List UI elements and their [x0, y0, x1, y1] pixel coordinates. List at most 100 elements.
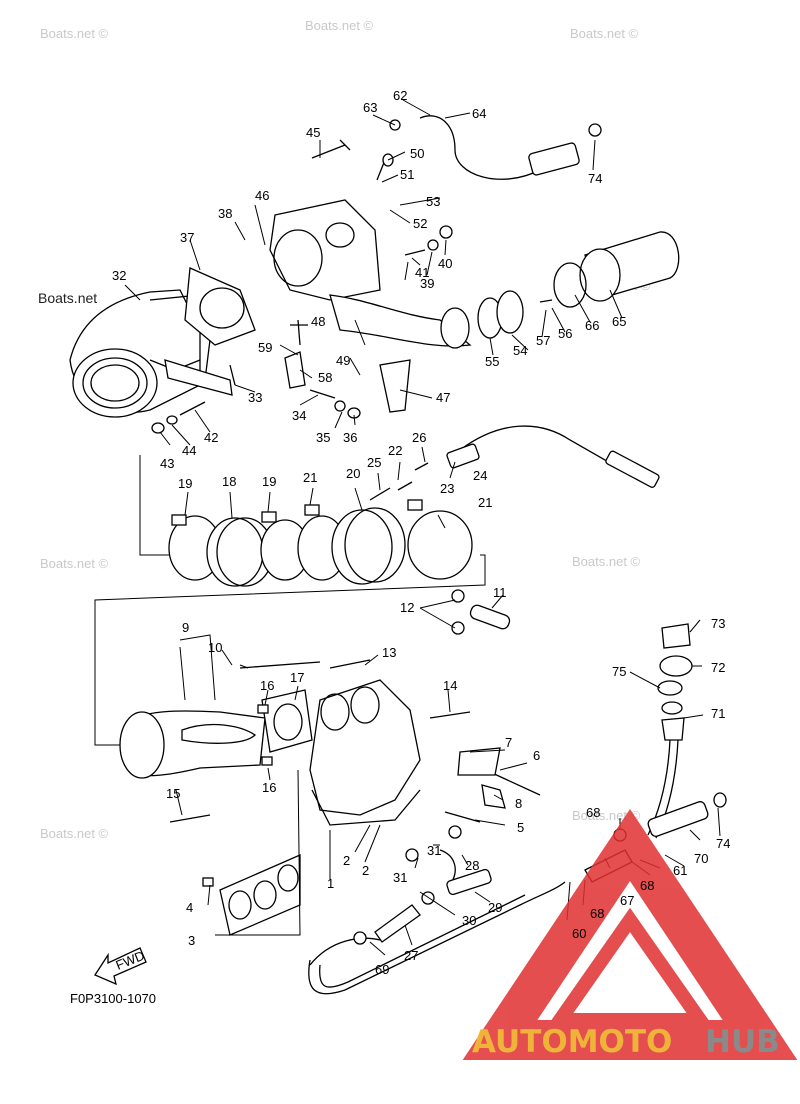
- clip: [481, 784, 506, 809]
- callout: 25: [367, 455, 381, 470]
- callout: 50: [410, 146, 424, 161]
- callout: 59: [258, 340, 272, 355]
- bolt: [239, 661, 321, 669]
- callout: 31: [393, 870, 407, 885]
- callout: 41: [415, 265, 429, 280]
- filler-cap: [661, 623, 691, 649]
- callout: 61: [673, 863, 687, 878]
- callout: 40: [438, 256, 452, 271]
- callout: 68: [640, 878, 654, 893]
- callout: 6: [533, 748, 540, 763]
- callout: 62: [393, 88, 407, 103]
- watermark: Boats.net ©: [305, 18, 374, 33]
- hose-end: [605, 450, 660, 488]
- callout: 27: [404, 948, 418, 963]
- watermark: Boats.net ©: [40, 826, 109, 841]
- callout: 53: [426, 194, 440, 209]
- callout: 1: [327, 876, 334, 891]
- callout: 57: [536, 333, 550, 348]
- callout: 16: [262, 780, 276, 795]
- o-ring: [661, 701, 683, 715]
- callout: 31: [427, 843, 441, 858]
- callout: 3: [188, 933, 195, 948]
- callout: 47: [436, 390, 450, 405]
- callout: 66: [585, 318, 599, 333]
- exhaust-hose: [459, 425, 641, 481]
- callout: 8: [515, 796, 522, 811]
- hose-clamp: [448, 825, 462, 839]
- dowel-pin: [202, 877, 214, 887]
- callout: 75: [612, 664, 626, 679]
- watermark: Boats.net ©: [40, 556, 109, 571]
- clamp-screw: [407, 499, 423, 511]
- filler-neck: [661, 717, 685, 741]
- callout: 9: [182, 620, 189, 635]
- gasket: [261, 689, 313, 753]
- callout: 48: [311, 314, 325, 329]
- clamp-row: [168, 462, 473, 587]
- corrugated-hose: [647, 801, 709, 837]
- water-pipe: [329, 294, 472, 347]
- stud: [309, 389, 336, 399]
- hose: [446, 868, 492, 896]
- clip: [588, 123, 602, 137]
- callout: 14: [443, 678, 457, 693]
- callout: 52: [413, 216, 427, 231]
- nut: [439, 225, 453, 239]
- callout: 69: [375, 962, 389, 977]
- callout: 22: [388, 443, 402, 458]
- callout: 72: [711, 660, 725, 675]
- callout: 51: [400, 167, 414, 182]
- callout: 10: [208, 640, 222, 655]
- callout: 43: [160, 456, 174, 471]
- hose-clamp: [407, 510, 473, 580]
- callout: 63: [363, 100, 377, 115]
- callout: 58: [318, 370, 332, 385]
- bolt: [489, 771, 541, 796]
- callout: 35: [316, 430, 330, 445]
- callout: 36: [343, 430, 357, 445]
- washer: [334, 400, 346, 412]
- bolt: [229, 364, 236, 386]
- hose-fitting: [528, 142, 580, 176]
- callout: 42: [204, 430, 218, 445]
- stud: [179, 401, 206, 416]
- callout: 12: [400, 600, 414, 615]
- callout: 18: [222, 474, 236, 489]
- callout: 24: [473, 468, 487, 483]
- callout: 71: [711, 706, 725, 721]
- muffler-outlet: [72, 348, 158, 418]
- callout: 38: [218, 206, 232, 221]
- hose-clamp: [553, 262, 587, 308]
- hose-clamp: [451, 589, 465, 603]
- callout: 4: [186, 900, 193, 915]
- joint-end: [579, 248, 621, 302]
- gasket-ring: [496, 290, 524, 334]
- fasteners: [369, 462, 429, 501]
- callout: 70: [694, 851, 708, 866]
- callout: 5: [517, 820, 524, 835]
- watermark: Boats.net: [38, 290, 97, 306]
- exhaust-chamber: [269, 199, 381, 301]
- callout: 67: [620, 893, 634, 908]
- callout: 68: [590, 906, 604, 921]
- nut: [151, 422, 165, 434]
- pipe-fitting: [374, 904, 421, 943]
- callout: 26: [412, 430, 426, 445]
- callout: 54: [513, 343, 527, 358]
- diagram-code: F0P3100-1070: [70, 991, 156, 1006]
- callout: 74: [588, 171, 602, 186]
- triangle-logo: [462, 808, 798, 1060]
- hose-clamp: [353, 931, 367, 945]
- rubber-hose: [206, 517, 264, 587]
- lower-assembly: [119, 589, 727, 995]
- triangle-inner: [546, 907, 714, 1027]
- fwd-arrow: FWD: [94, 947, 147, 986]
- callout: 37: [180, 230, 194, 245]
- callout: 15: [166, 786, 180, 801]
- dowel-pin: [257, 704, 269, 714]
- callout: 32: [112, 268, 126, 283]
- callout: 20: [346, 466, 360, 481]
- clamp-screw: [304, 504, 320, 516]
- callout: 16: [260, 678, 274, 693]
